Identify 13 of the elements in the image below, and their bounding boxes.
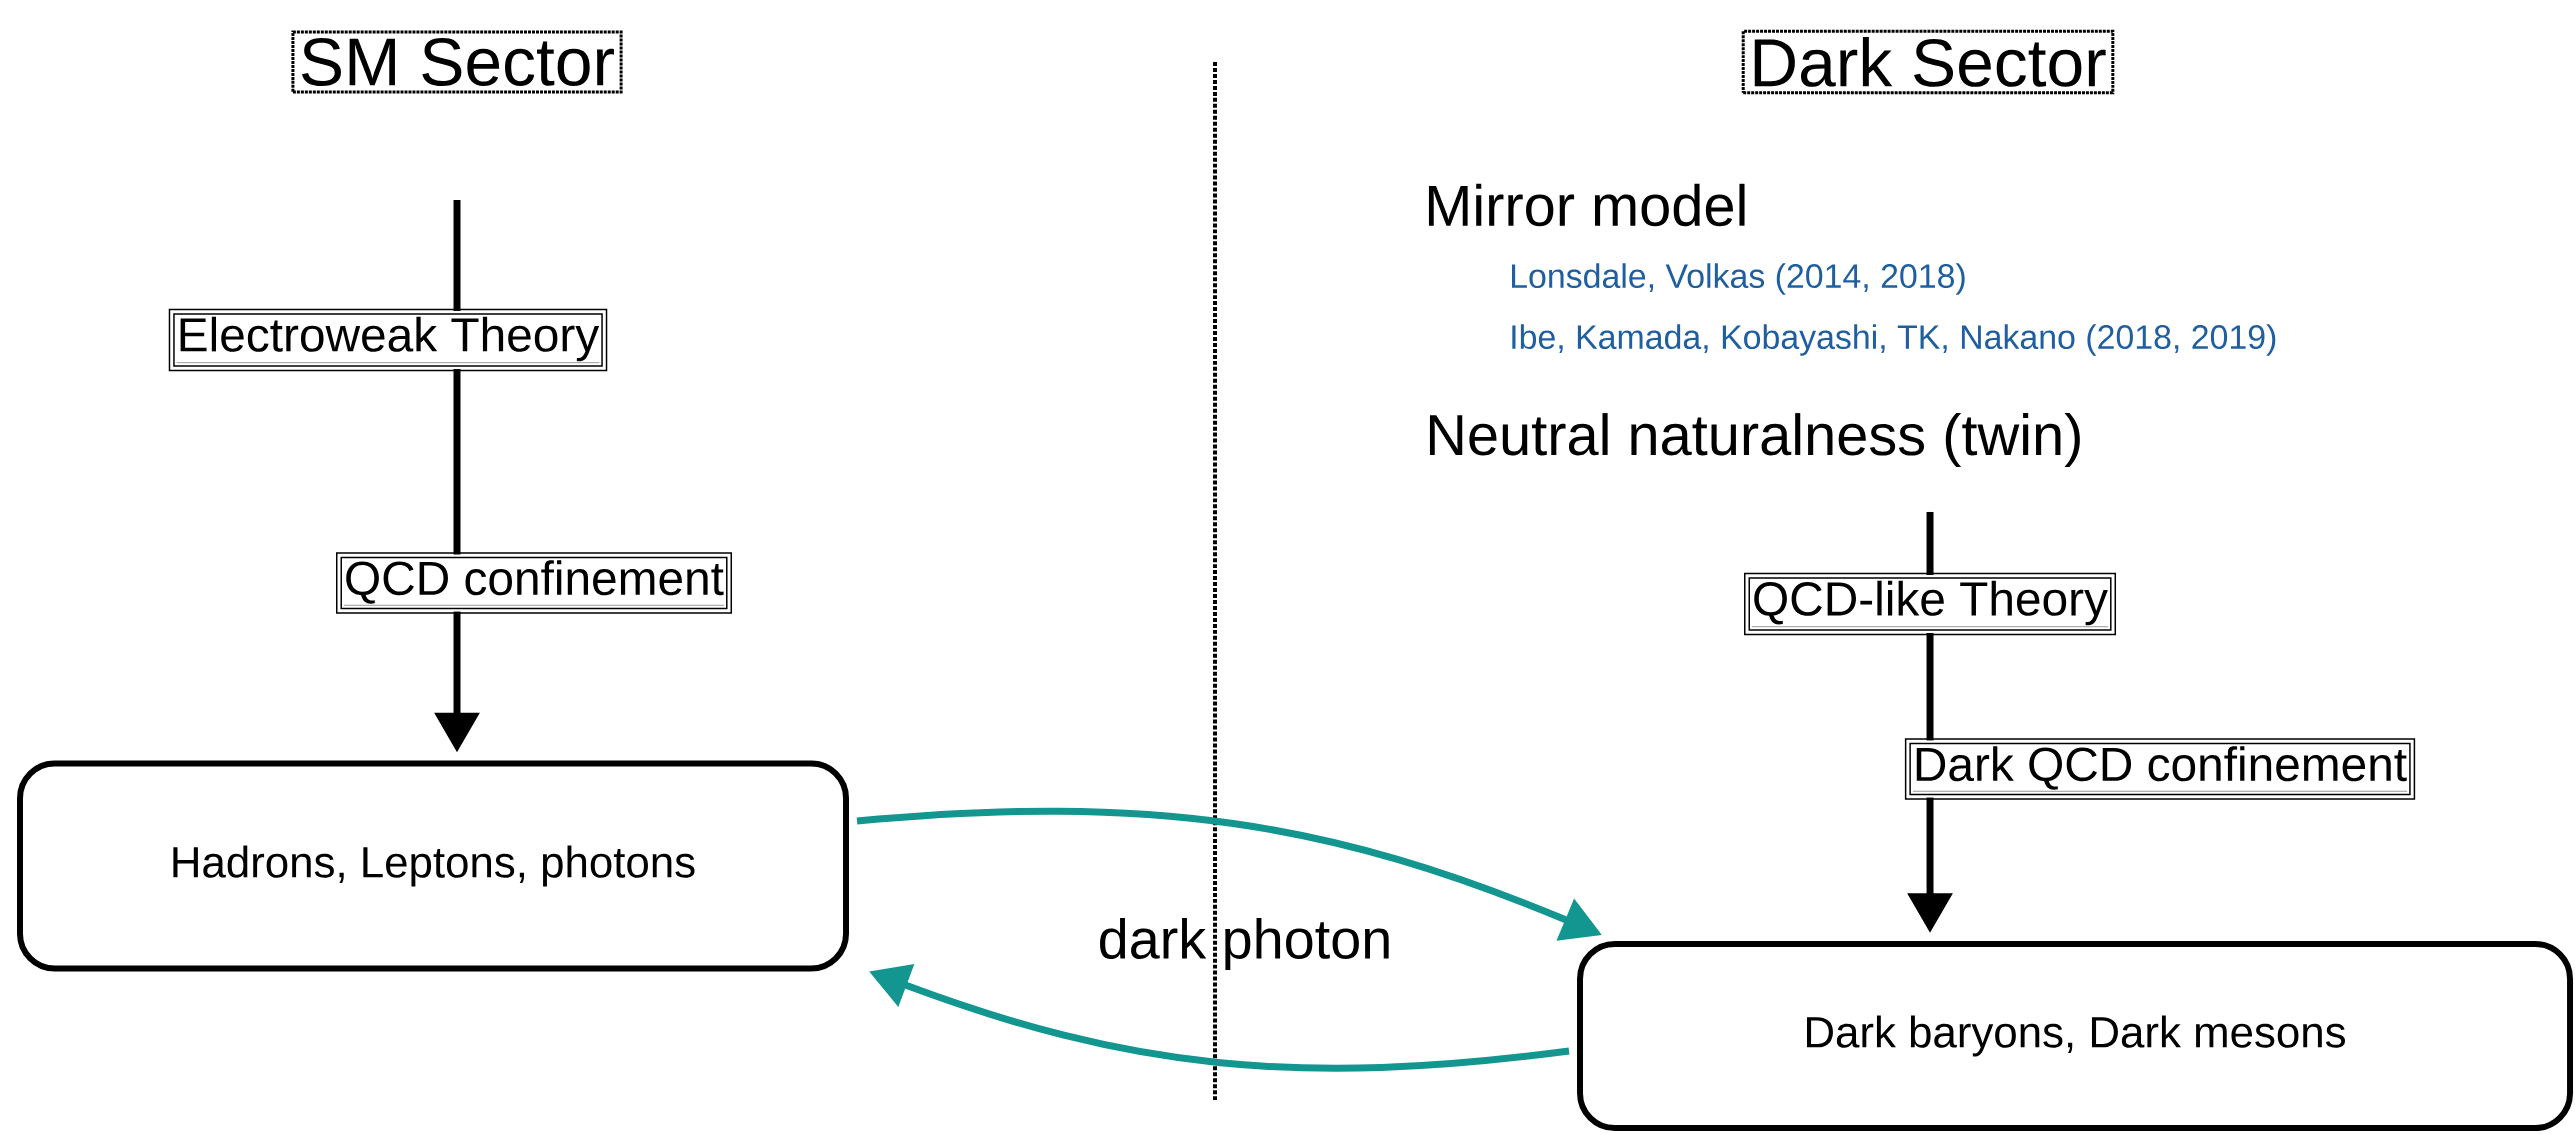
theory-box: Dark QCD confinement <box>1904 738 2416 800</box>
rounded-box: Dark baryons, Dark mesons <box>1577 941 2573 1131</box>
sector-heading: Dark Sector <box>1741 29 2115 95</box>
theory-box: Electroweak Theory <box>168 308 608 372</box>
sector-heading: SM Sector <box>291 30 623 94</box>
citation-text: Lonsdale, Volkas (2014, 2018) <box>1512 263 1965 295</box>
citation-text: Ibe, Kamada, Kobayashi, TK, Nakano (2018, 2019) <box>1512 324 2276 356</box>
node-text: Neutral naturalness (twin) <box>1429 413 2080 467</box>
theory-box: QCD confinement <box>336 552 732 614</box>
text-label: dark photon <box>1100 918 1389 970</box>
rounded-box: Hadrons, Leptons, photons <box>17 760 849 972</box>
theory-box: QCD-like Theory <box>1744 572 2117 636</box>
plain-text: Mirror model <box>1428 183 1745 227</box>
